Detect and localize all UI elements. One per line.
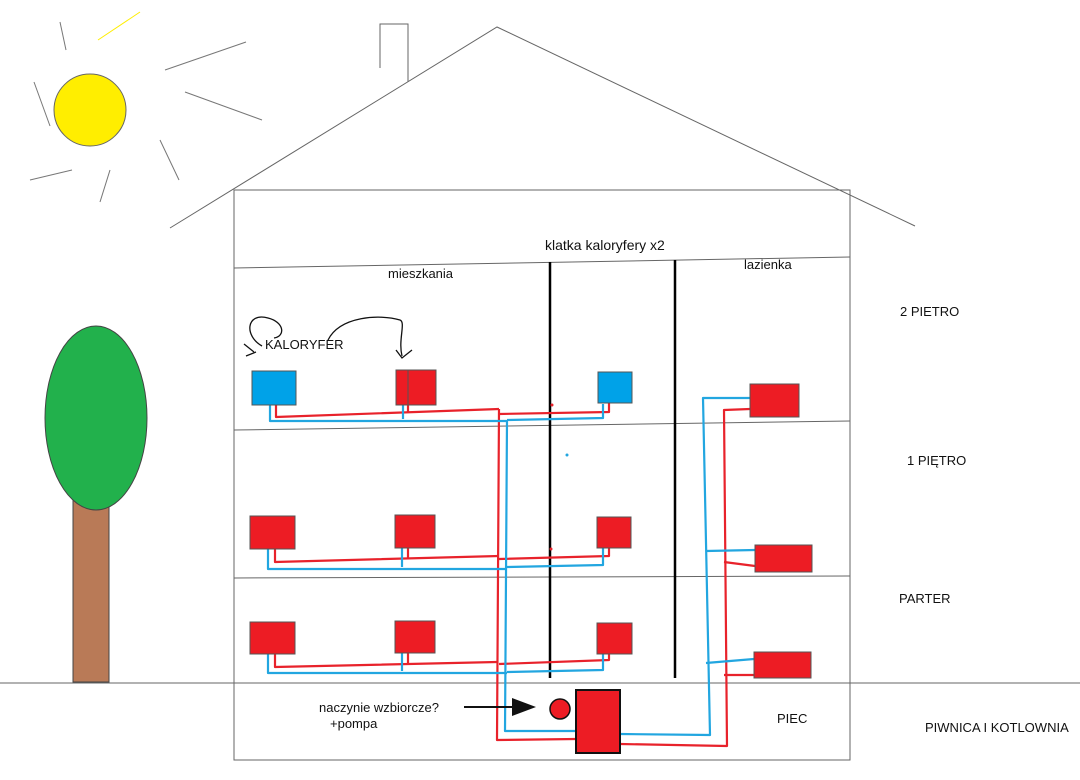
boiler-room xyxy=(549,689,621,754)
expansion-vessel-label: naczynie wzbiorcze? xyxy=(319,700,439,715)
return-pipe xyxy=(705,548,756,553)
radiator xyxy=(251,370,297,406)
return-pipe xyxy=(506,654,605,674)
supply-pipe xyxy=(498,548,611,561)
radiator xyxy=(754,544,813,573)
return-pipe xyxy=(266,654,507,675)
annotations xyxy=(243,316,536,716)
floor-line xyxy=(233,256,851,269)
supply-pipe xyxy=(273,654,498,669)
tree xyxy=(44,325,148,683)
sun-disc xyxy=(53,73,127,147)
radiator-callout-arrow-head xyxy=(243,343,257,357)
supply-bathroom-riser xyxy=(619,407,751,748)
floor-label-ground: PARTER xyxy=(899,591,951,606)
radiator-callout-arrow xyxy=(327,316,403,357)
pump-label: +pompa xyxy=(330,716,378,731)
radiator xyxy=(596,516,632,549)
stray-dot xyxy=(550,403,554,407)
floor-label-second: 2 PIETRO xyxy=(900,304,960,319)
supply-pipe xyxy=(274,405,500,419)
supply-pipe xyxy=(498,654,611,666)
stray-dot xyxy=(565,453,569,457)
radiator xyxy=(394,620,436,654)
stairwell-label: klatka kaloryfery x2 xyxy=(545,237,665,253)
radiator xyxy=(753,651,812,679)
radiator-label: KALORYFER xyxy=(265,337,344,352)
radiator xyxy=(394,514,436,549)
return-main-riser xyxy=(503,419,576,733)
return-pipe xyxy=(268,405,507,423)
return-bathroom-riser xyxy=(619,396,750,737)
apartments-label: mieszkania xyxy=(388,266,454,281)
supply-pipes xyxy=(273,403,756,748)
expansion-vessel-arrow-head xyxy=(512,698,536,716)
chimney xyxy=(379,23,409,82)
roof xyxy=(169,26,916,229)
bathroom-label: lazienka xyxy=(744,257,792,272)
stray-marks xyxy=(549,403,569,551)
tree-trunk xyxy=(72,499,110,683)
floor-label-first: 1 PIĘTRO xyxy=(907,453,967,468)
supply-pipe xyxy=(723,560,756,568)
supply-pipe xyxy=(273,549,500,564)
radiator xyxy=(249,515,296,550)
expansion-vessel xyxy=(549,698,571,720)
house-outline xyxy=(0,23,1080,761)
sun-rays xyxy=(29,11,263,203)
floor-line xyxy=(233,420,851,431)
return-pipe xyxy=(506,548,605,569)
radiator xyxy=(395,369,437,406)
supply-pipe xyxy=(498,403,611,416)
radiator xyxy=(596,622,633,655)
radiator xyxy=(597,371,633,404)
floor-label-basement: PIWNICA I KOTLOWNIA xyxy=(925,720,1069,735)
radiator xyxy=(249,621,296,655)
stray-dot xyxy=(549,547,553,551)
supply-main-riser xyxy=(495,408,577,742)
furnace-label: PIEC xyxy=(777,711,808,726)
sun xyxy=(29,11,263,203)
tree-foliage xyxy=(44,325,148,511)
return-pipe xyxy=(266,549,507,571)
furnace xyxy=(575,689,621,754)
radiator-callout-arrow-head xyxy=(395,349,413,359)
return-pipes xyxy=(266,396,756,737)
radiators xyxy=(249,369,813,679)
house-walls xyxy=(233,189,851,761)
radiator-callout-arrow xyxy=(249,316,283,347)
return-pipe xyxy=(506,404,605,422)
return-pipe xyxy=(705,657,755,665)
stairwell-risers xyxy=(548,260,677,678)
radiator xyxy=(749,383,800,418)
floor-line xyxy=(233,575,851,579)
